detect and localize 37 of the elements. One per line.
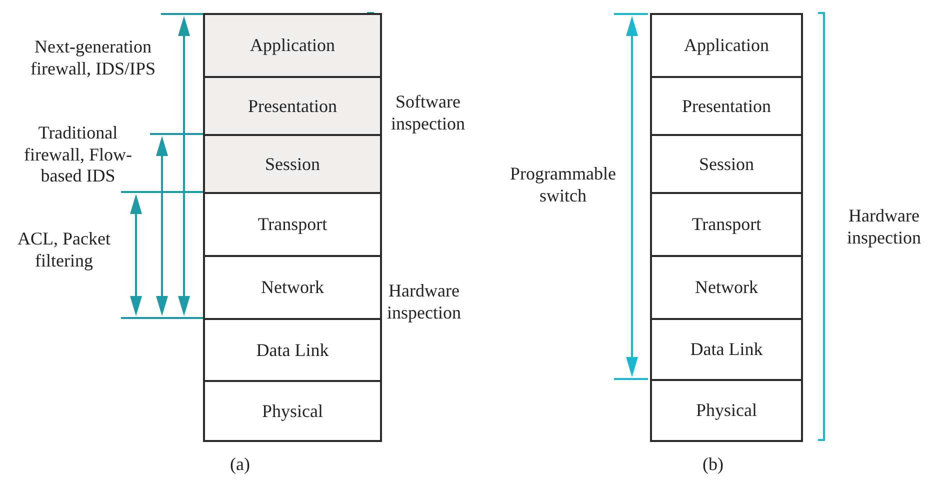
- panel-caption: (a): [229, 454, 251, 476]
- layer-box: [203, 76, 382, 136]
- layer-name: Session: [264, 154, 320, 174]
- annotation-text: Traditional firewall, Flow-based IDS: [23, 122, 133, 188]
- layer-name: Network: [261, 277, 324, 298]
- bracket-label: Hardware inspection: [846, 205, 922, 249]
- layer-box: [650, 255, 803, 320]
- layer-name: Transport: [258, 214, 328, 235]
- layer-box: [203, 380, 382, 442]
- layer-box: [650, 192, 803, 257]
- layer-name: Physical: [262, 400, 323, 422]
- layer-box: [650, 13, 803, 78]
- layer-box: [203, 192, 382, 257]
- annotation-text: Programmable switch: [509, 163, 617, 207]
- bracket-label: Hardware inspection: [386, 280, 462, 324]
- layer-name: Application: [684, 35, 769, 56]
- layer-box: [650, 76, 803, 136]
- layer-name: Transport: [692, 214, 762, 235]
- layer-name: Network: [695, 277, 758, 298]
- layer-name: Data Link: [256, 340, 329, 360]
- layer-box: [650, 318, 803, 381]
- panel-caption: (b): [702, 454, 724, 476]
- annotation-text: ACL, Packet filtering: [16, 228, 112, 272]
- layer-name: Presentation: [682, 96, 771, 116]
- layer-box: [203, 318, 382, 382]
- layer-name: Data Link: [690, 339, 763, 360]
- layer-box: [203, 134, 382, 194]
- layer-box: [650, 134, 803, 194]
- layer-name: Application: [250, 35, 335, 56]
- layer-name: Presentation: [248, 96, 337, 116]
- layer-name: Physical: [696, 400, 757, 421]
- layer-box: [203, 255, 382, 320]
- bracket-label: Software inspection: [390, 91, 466, 135]
- layer-box: [203, 13, 382, 78]
- annotation-text: Next-generation firewall, IDS/IPS: [30, 36, 156, 80]
- layer-box: [650, 379, 803, 442]
- layer-name: Session: [698, 154, 754, 174]
